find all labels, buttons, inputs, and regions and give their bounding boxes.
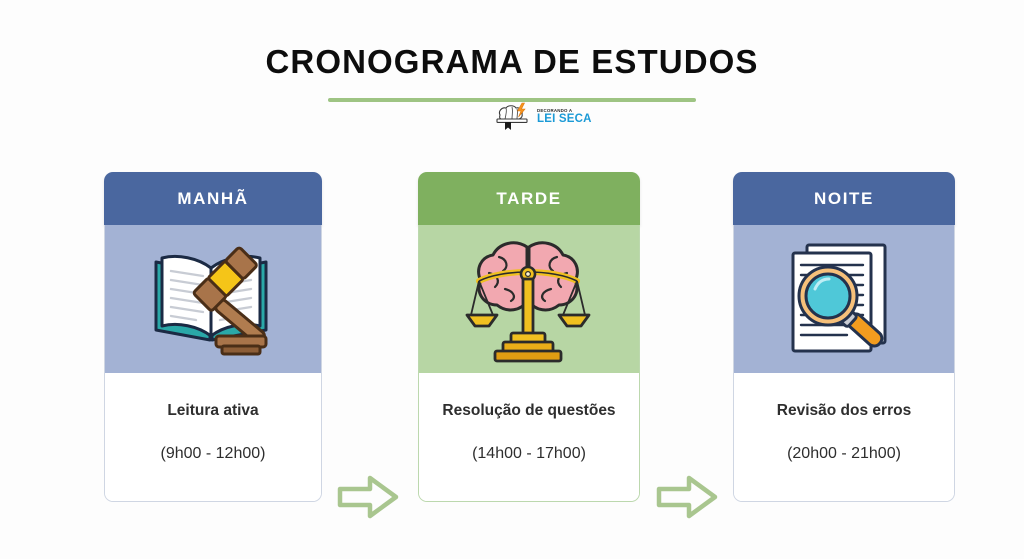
card-illustration-noite	[734, 225, 954, 373]
page-title: CRONOGRAMA DE ESTUDOS	[265, 43, 759, 80]
card-text-manha: Leitura ativa (9h00 - 12h00)	[105, 373, 321, 501]
card-illustration-tarde	[419, 225, 639, 373]
open-book-gavel-icon	[138, 236, 288, 362]
card-time-manha: (9h00 - 12h00)	[160, 444, 266, 462]
schedule-card-noite[interactable]: NOITE	[733, 172, 955, 502]
schedule-card-tarde[interactable]: TARDE	[418, 172, 640, 502]
card-activity-tarde: Resolução de questões	[442, 402, 616, 419]
title-divider	[328, 98, 696, 103]
card-time-tarde: (14h00 - 17h00)	[472, 444, 586, 462]
card-body-manha: Leitura ativa (9h00 - 12h00)	[104, 225, 322, 502]
card-activity-noite: Revisão dos erros	[776, 402, 912, 419]
card-illustration-manha	[105, 225, 321, 373]
card-body-tarde: Resolução de questões (14h00 - 17h00)	[418, 225, 640, 502]
documents-magnifier-icon	[771, 237, 917, 361]
arrow-tarde-to-noite	[655, 471, 719, 523]
card-activity-manha: Leitura ativa	[167, 402, 259, 419]
card-text-tarde: Resolução de questões (14h00 - 17h00)	[419, 373, 639, 501]
card-text-noite: Revisão dos erros (20h00 - 21h00)	[734, 373, 954, 501]
card-header-tarde: TARDE	[418, 172, 640, 225]
schedule-cards: MANHÃ	[0, 172, 1024, 519]
brain-justice-scales-icon	[459, 233, 599, 365]
logo-tagline: DECORANDO A	[537, 107, 573, 113]
page-header: CRONOGRAMA DE ESTUDOS	[0, 43, 1024, 103]
card-header-noite: NOITE	[733, 172, 955, 225]
arrow-manha-to-tarde	[336, 471, 400, 523]
logo-wordmark: DECORANDO A LEI SECA	[537, 107, 592, 126]
logo-brand: LEI SECA	[537, 112, 592, 125]
card-body-noite: Revisão dos erros (20h00 - 21h00)	[733, 225, 955, 502]
card-header-manha: MANHÃ	[104, 172, 322, 225]
brand-logo: DECORANDO A LEI SECA	[494, 101, 591, 133]
schedule-card-manha[interactable]: MANHÃ	[104, 172, 322, 502]
brain-lightning-book-logo-icon	[494, 102, 534, 132]
card-time-noite: (20h00 - 21h00)	[787, 444, 901, 462]
